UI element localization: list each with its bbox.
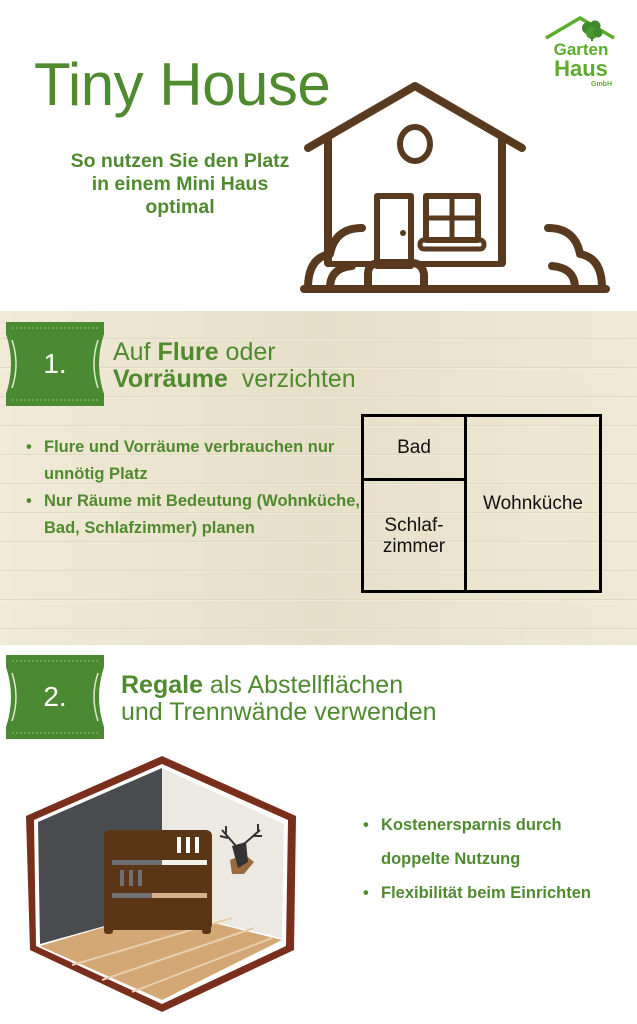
heading-text: Auf (113, 338, 158, 366)
heading-bold-text: Flure (157, 338, 219, 366)
page-subtitle: So nutzen Sie den Platz in einem Mini Ha… (30, 150, 330, 219)
logo-text-haus: Haus (554, 56, 608, 81)
list-item: Nur Räume mit Bedeutung (Wohnküche, Bad,… (26, 488, 366, 542)
heading-text: und Trennwände verwenden (121, 698, 437, 726)
logo-text-garten: Garten (553, 40, 609, 59)
page-title: Tiny House (34, 51, 331, 118)
step-number-badge: 1. (6, 322, 104, 406)
heading-text: verzichten (227, 365, 356, 393)
list-item: Kostenersparnis durch doppelte Nutzung (363, 808, 633, 876)
logo-text-gmbh: GmbH (591, 81, 612, 88)
heading-bold-text: Vorräume (113, 365, 228, 393)
ticket-badge-icon (6, 655, 104, 739)
list-item: Flure und Vorräume verbrauchen nur unnöt… (26, 434, 366, 488)
gartenhaus-logo[interactable]: Garten Haus GmbH (540, 14, 620, 96)
section-heading: Auf Flure oder Vorräume verzichten (113, 339, 356, 393)
room-wohnkueche: Wohnküche (464, 414, 602, 593)
house-roof-tree-logo-icon (545, 15, 615, 41)
step-number-badge: 2. (6, 655, 104, 739)
floor-plan-diagram: Bad Schlaf- zimmer Wohnküche (361, 414, 602, 593)
step-number: 1. (43, 348, 67, 379)
heading-text: oder (218, 338, 276, 366)
ticket-badge-icon (6, 322, 104, 406)
step-number: 2. (43, 681, 67, 712)
subtitle-line: optimal (145, 196, 215, 218)
room-bad: Bad (361, 414, 467, 481)
bullet-list: Kostenersparnis durch doppelte Nutzung F… (363, 808, 633, 910)
section-heading: Regale als Abstellflächen und Trennwände… (121, 672, 437, 726)
room-schlafzimmer: Schlaf- zimmer (361, 478, 467, 593)
heading-bold-text: Regale (121, 671, 203, 699)
heading-text: als Abstellflächen (202, 671, 404, 699)
house-icon (300, 82, 610, 293)
list-item: Flexibilität beim Einrichten (363, 876, 633, 910)
bullet-list: Flure und Vorräume verbrauchen nur unnöt… (26, 434, 366, 542)
subtitle-line: in einem Mini Haus (91, 173, 269, 195)
subtitle-line: So nutzen Sie den Platz (70, 150, 290, 172)
room-with-shelf-and-deer-trophy-icon (26, 756, 296, 1012)
